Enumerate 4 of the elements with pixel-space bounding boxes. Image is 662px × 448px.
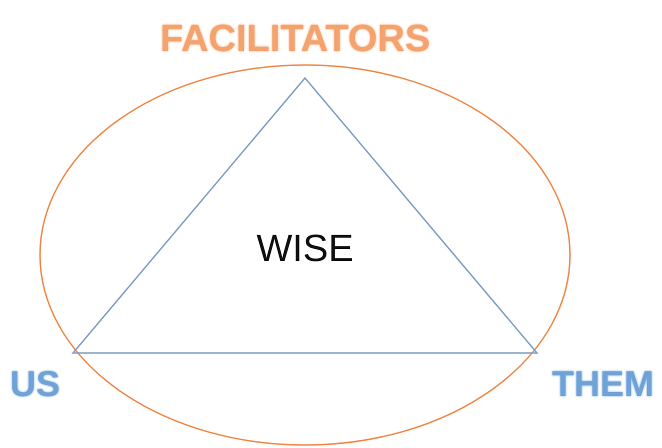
- vertex-label: FACILITATORS: [160, 20, 430, 58]
- vertex-label: THEM: [552, 366, 654, 402]
- center-label: WISE: [256, 230, 354, 268]
- vertex-label: US: [10, 366, 60, 402]
